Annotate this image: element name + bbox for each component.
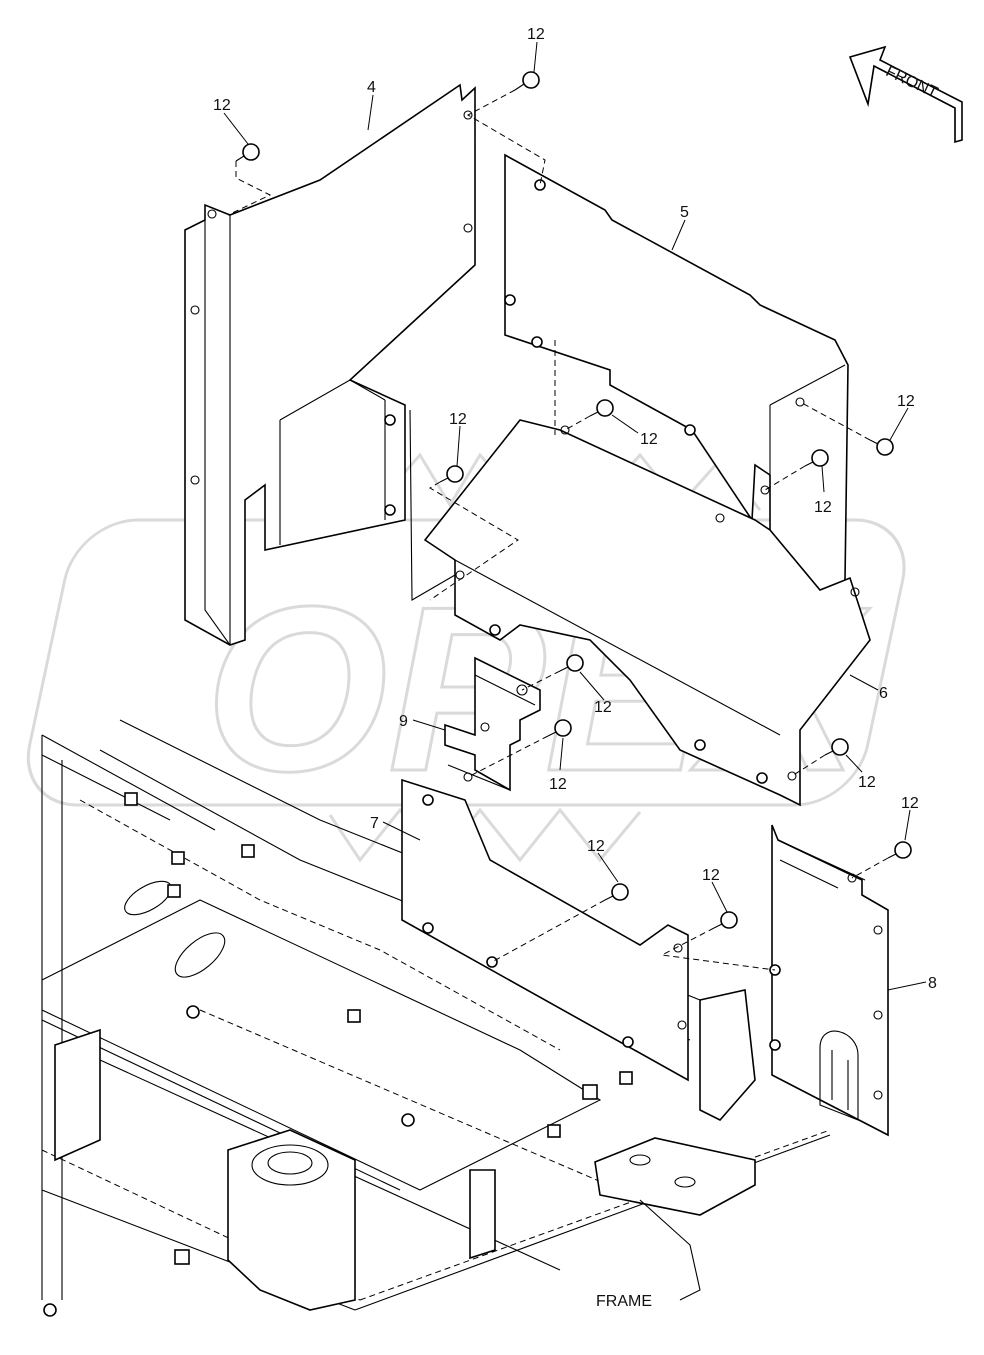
callout-12: 12 [814, 499, 832, 516]
callout-6: 6 [879, 685, 888, 702]
callout-12: 12 [702, 867, 720, 884]
bolt [559, 654, 584, 672]
part-7-lower-cover [401, 778, 689, 1082]
bolt [547, 719, 572, 737]
part-8-side-cover [769, 824, 889, 1137]
part-4-left-cover [184, 83, 476, 646]
bolt [514, 71, 540, 91]
bolt [887, 841, 912, 859]
callout-5: 5 [680, 204, 689, 221]
callout-12: 12 [640, 431, 658, 448]
frame-label: FRAME [596, 1293, 652, 1310]
callout-12: 12 [213, 97, 231, 114]
bolt [604, 883, 629, 901]
part-9-bracket [444, 656, 541, 792]
bolt [235, 143, 260, 162]
front-direction-arrow: FRONT [848, 45, 963, 144]
callout-12: 12 [449, 411, 467, 428]
bolt [713, 911, 738, 929]
bolt [869, 438, 894, 456]
leader-lines [223, 41, 927, 991]
bolt [824, 738, 849, 756]
callout-9: 9 [399, 713, 408, 730]
callout-12: 12 [587, 838, 605, 855]
bolts-12 [235, 71, 912, 929]
callout-12: 12 [549, 776, 567, 793]
part-6-middle-tray [423, 419, 871, 807]
bolt [804, 449, 829, 467]
bolt [589, 399, 614, 417]
assembly-lines [227, 89, 889, 971]
callout-12: 12 [897, 393, 915, 410]
callout-12: 12 [858, 774, 876, 791]
callout-12: 12 [594, 699, 612, 716]
callout-labels: 4 5 6 7 8 9 12 12 12 12 12 12 12 12 12 1… [213, 26, 937, 992]
front-label: FRONT [883, 63, 940, 102]
callout-7: 7 [370, 815, 379, 832]
callout-4: 4 [367, 79, 376, 96]
callout-12: 12 [901, 795, 919, 812]
callout-12: 12 [527, 26, 545, 43]
bolt [439, 465, 464, 483]
callout-8: 8 [928, 975, 937, 992]
